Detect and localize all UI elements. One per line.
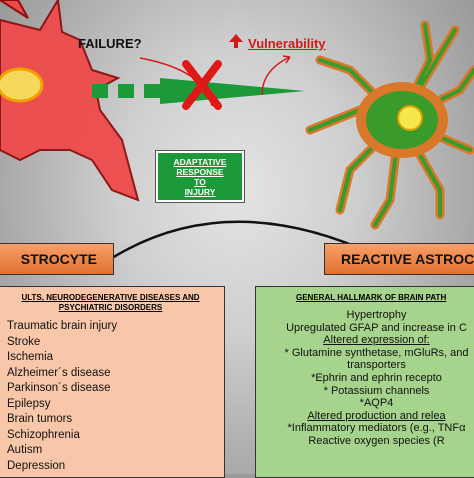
hallmark-item: Upregulated GFAP and increase in C [286,321,467,334]
hallmarks-panel: GENERAL HALLMARK OF BRAIN PATH Hypertrop… [255,286,474,478]
disorders-panel: ULTS, NEURODEGENERATIVE DISEASES AND PSY… [0,286,225,478]
hallmark-item: Altered expression of: [323,334,430,347]
astrocyte-header-label: STROCYTE [20,251,97,267]
hallmark-item: *AQP4 [359,397,394,410]
disorder-item: Parkinson´s disease [7,382,111,394]
hallmark-item: * Potassium channels [323,384,430,397]
adaptive-response-label: ADAPTATIVE RESPONSE TO INJURY [173,156,227,197]
disorder-item: Ischemia [7,351,54,363]
disorder-item: Alzheimer´s disease [7,366,111,379]
hallmark-item: *Ephrin and ephrin recepto [311,371,442,384]
astrocyte-header: STROCYTE [0,243,114,275]
hallmark-item: transporters [347,359,406,372]
vulnerability-label: Vulnerability [248,36,326,51]
disorder-item: Autism [7,444,43,456]
reactive-astrocyte-header-label: REACTIVE ASTROCYT [341,251,474,267]
hallmarks-panel-title: GENERAL HALLMARK OF BRAIN PATH [296,293,447,302]
disorders-panel-title: ULTS, NEURODEGENERATIVE DISEASES AND PSY… [21,293,200,312]
hallmark-item: Reactive oxygen species (R [308,434,445,447]
disorder-item: Traumatic brain injury [7,320,118,332]
disorder-item: Schizophrenia [7,428,80,441]
disorder-item: Stroke [7,335,41,348]
hallmark-item: *Inflammatory mediators (e.g., TNFα [287,422,466,435]
hallmark-item: * Glutamine synthetase, mGluRs, and [284,346,469,359]
disorder-item: Brain tumors [7,413,73,425]
disorder-item: Depression [7,459,66,472]
hallmark-item: Altered production and relea [307,409,446,422]
failing-astrocyte [0,0,140,202]
adaptive-response-box: ADAPTATIVE RESPONSE TO INJURY [155,150,245,203]
hallmark-item: Hypertrophy [346,309,407,321]
disorder-item: Epilepsy [7,397,51,410]
cross-mark [182,60,222,110]
reactive-astrocyte-header: REACTIVE ASTROCYT [324,243,474,275]
reactive-astrocyte [305,20,474,230]
vulnerability-up-arrow [229,34,243,48]
failure-label: FAILURE? [78,36,142,51]
